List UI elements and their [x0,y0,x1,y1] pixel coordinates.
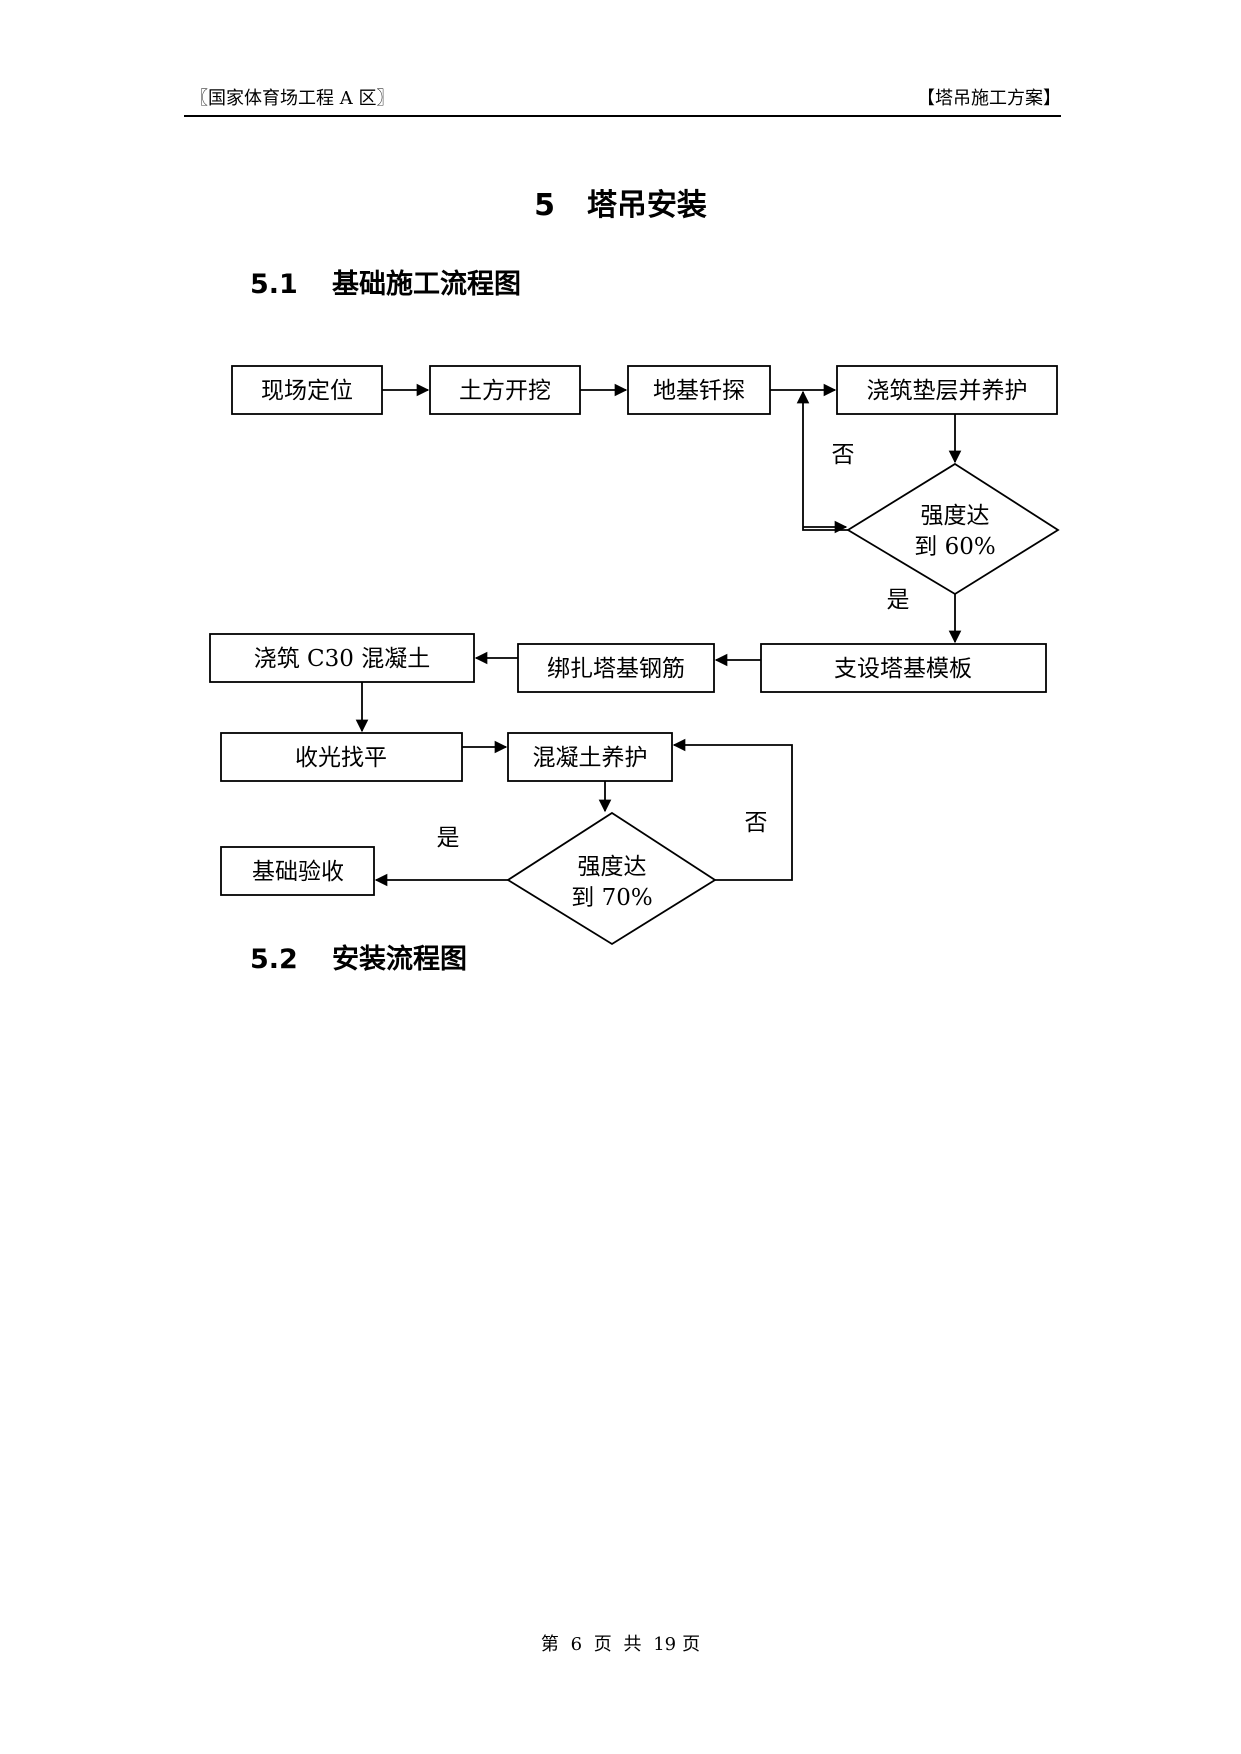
text-finish-level: 收光找平 [295,745,387,771]
subsection-number: 5.1 [250,269,298,300]
text-pour-c30: 浇筑 C30 混凝土 [254,646,431,672]
section-title: 塔吊安装 [586,188,707,223]
subsection-heading-installation: 5.2 安装流程图 [250,937,467,976]
decision-strength-70 [506,811,717,946]
box-finish-level [220,732,463,782]
text-strength-60-line2: 到 60% [914,534,995,560]
label-no-60: 否 [832,442,855,468]
footer-total-pages: 19 [653,1634,677,1655]
footer-page-number: 6 [570,1634,583,1655]
text-set-formwork: 支设塔基模板 [834,656,972,682]
header-document-title: 【塔吊施工方案】 [917,88,1061,109]
footer-prefix: 第 [540,1634,559,1655]
text-strength-70-line1: 强度达 [578,854,647,880]
text-site-positioning: 现场定位 [261,378,353,404]
text-bind-rebar: 绑扎塔基钢筋 [547,656,685,682]
text-acceptance: 基础验收 [252,859,344,885]
text-concrete-curing: 混凝土养护 [533,745,648,771]
decision-strength-60 [846,462,1060,596]
footer-total-unit: 页 [682,1634,701,1655]
footer-page-unit: 页 [593,1634,612,1655]
box-pour-c30 [209,633,475,683]
box-bind-rebar [517,643,715,693]
text-pour-cushion: 浇筑垫层并养护 [867,378,1028,404]
label-yes-60: 是 [887,587,910,613]
header-rule [184,115,1061,117]
box-set-formwork [760,643,1047,693]
subsection-title: 基础施工流程图 [332,269,521,300]
label-yes-70: 是 [437,825,460,851]
box-pour-cushion [836,365,1058,415]
footer-total-prefix: 共 [623,1634,642,1655]
text-foundation-probe: 地基钎探 [653,378,745,404]
text-excavation: 土方开挖 [459,378,551,404]
arrow-decision-no-loop-60 [796,390,848,531]
text-strength-70-line2: 到 70% [571,885,652,911]
label-no-70: 否 [745,810,768,836]
section-heading: 5 塔吊安装 [0,180,1241,224]
box-acceptance [220,846,375,896]
subsection-title: 安装流程图 [332,944,467,975]
arrow-decision-no-loop-70 [672,738,793,881]
section-number: 5 [534,188,555,223]
subsection-heading-foundation: 5.1 基础施工流程图 [250,262,521,301]
header-project-title: 〖国家体育场工程 A 区〗 [190,88,395,109]
subsection-number: 5.2 [250,944,298,975]
text-strength-60-line1: 强度达 [921,503,990,529]
box-concrete-curing [507,732,673,782]
